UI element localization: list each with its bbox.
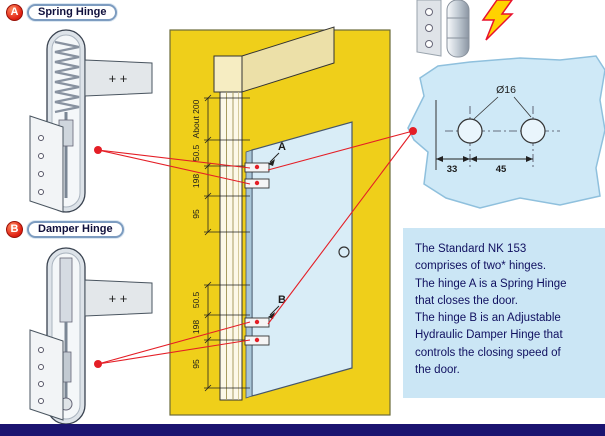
dimension-chain-bottom: [204, 281, 250, 392]
door-marker-a: A: [278, 141, 286, 153]
door-installation-diagram: About 200 50.5 198 95 50.5 198 95: [169, 26, 391, 416]
description-line: The hinge B is an Adjustable: [415, 312, 561, 324]
spring-coil: [54, 40, 80, 114]
mounting-hole-left: [457, 118, 483, 144]
lightning-icon: [481, 0, 514, 41]
hinge-a-crossbar: [84, 59, 153, 97]
hinge-b-badge: B Damper Hinge: [6, 220, 124, 238]
hinge-b-mounting-plate: [29, 329, 64, 421]
mounting-hole-right: [520, 118, 546, 144]
description-line: that closes the door.: [415, 294, 518, 307]
damper-hinge-illustration: + +: [29, 247, 153, 425]
spring-hinge-illustration: + +: [29, 29, 153, 213]
description-line: the door.: [415, 363, 460, 376]
dim-label-top-505: 50.5: [191, 144, 201, 161]
door-handle: [338, 246, 350, 258]
description-line: Hydraulic Damper Hinge that: [415, 329, 563, 342]
description-line: The hinge A is a Spring Hinge: [415, 277, 567, 290]
hinge-b-letter-badge: B: [6, 220, 23, 238]
dim-label-bot-505: 50.5: [191, 291, 201, 308]
description-line: controls the closing speed of: [415, 346, 561, 359]
dim-33-label: 33: [447, 164, 458, 175]
frame-header-side: [241, 26, 335, 93]
hinge-b-crossbar: [84, 279, 153, 317]
door-marker-b: B: [278, 294, 286, 306]
dim-45-label: 45: [496, 164, 507, 175]
description-line: comprises of two* hinges.: [415, 260, 547, 273]
hole-diameter-label: Ø16: [496, 84, 516, 96]
hinge-a-name-pill: Spring Hinge: [27, 3, 118, 21]
dim-label-bot-198: 198: [191, 320, 201, 334]
footer-bar: [0, 424, 605, 436]
dim-label-top-95: 95: [191, 209, 201, 219]
hinge-photo-barrel: [446, 0, 470, 58]
hinge-a-letter-badge: A: [6, 3, 23, 21]
product-photo: [416, 0, 514, 58]
callout-lines: [97, 130, 414, 365]
dim-label-bot-95: 95: [191, 359, 201, 369]
hinge-b-plate-marks: + +: [109, 291, 128, 306]
hinge-a-mounting-plate: [29, 115, 64, 213]
hinge-a-badge: A Spring Hinge: [6, 3, 118, 21]
dim-label-top-198: 198: [191, 174, 201, 188]
frame-post: [219, 91, 243, 401]
dimension-chain-top: [204, 94, 250, 236]
callout-dots: [94, 127, 417, 368]
description-box: The Standard NK 153 comprises of two* hi…: [403, 228, 605, 398]
frame-header-end: [213, 55, 243, 93]
hinge-b-name-pill: Damper Hinge: [27, 220, 124, 238]
damper-cylinder: [59, 257, 73, 323]
detail-blob: [407, 55, 605, 209]
hole-detail-view: Ø16 33 45: [407, 55, 605, 209]
dim-label-about200: About 200: [191, 99, 201, 138]
description-line: The Standard NK 153: [415, 243, 527, 255]
hinge-a-plate-marks: + +: [109, 71, 128, 86]
